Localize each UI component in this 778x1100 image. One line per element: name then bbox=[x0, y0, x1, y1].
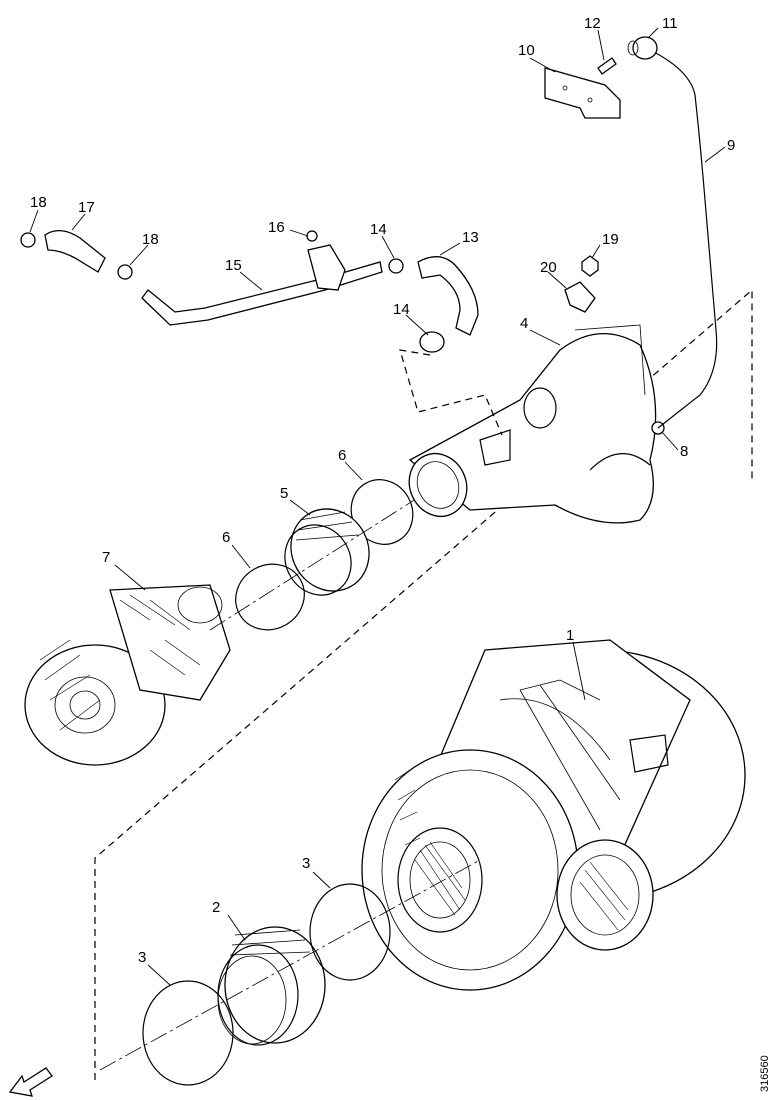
part-hose-clamp-18-left bbox=[20, 232, 36, 248]
part-clip-20 bbox=[564, 281, 596, 313]
callout-19: 19 bbox=[602, 231, 619, 248]
part-intake-elbow bbox=[408, 324, 657, 524]
part-hose-clamp-18-right bbox=[117, 264, 133, 280]
part-flexible-connector-lower bbox=[217, 926, 326, 1046]
part-hose-clamp-14-bottom bbox=[419, 331, 445, 353]
callout-1: 1 bbox=[566, 627, 574, 644]
callout-16: 16 bbox=[268, 219, 285, 236]
part-turbocharger bbox=[24, 584, 231, 766]
part-nut-19 bbox=[581, 255, 599, 277]
callout-4: 4 bbox=[520, 315, 528, 332]
callout-6-left: 6 bbox=[222, 529, 230, 546]
callout-18-right: 18 bbox=[142, 231, 159, 248]
part-hose-17 bbox=[44, 230, 106, 273]
callout-17: 17 bbox=[78, 199, 95, 216]
callout-18-left: 18 bbox=[30, 194, 47, 211]
part-clamp-lower-right bbox=[309, 883, 391, 981]
part-grommet-16 bbox=[306, 230, 318, 242]
part-pipe-15 bbox=[141, 261, 383, 326]
callout-13: 13 bbox=[462, 229, 479, 246]
part-bracket bbox=[544, 67, 621, 119]
part-sensor-cable bbox=[649, 49, 718, 429]
callout-14-top: 14 bbox=[370, 221, 387, 238]
callout-3-lower-left: 3 bbox=[138, 949, 146, 966]
leader-lines bbox=[29, 27, 726, 986]
part-flexible-connector-middle bbox=[284, 508, 370, 596]
part-hose-clamp-14-top bbox=[388, 258, 404, 274]
callout-14-bottom: 14 bbox=[393, 301, 410, 318]
front-direction-arrow-icon bbox=[8, 1067, 53, 1097]
callout-10: 10 bbox=[518, 42, 535, 59]
callout-20: 20 bbox=[540, 259, 557, 276]
callout-6-right: 6 bbox=[338, 447, 346, 464]
callout-7: 7 bbox=[102, 549, 110, 566]
part-pressure-sensor bbox=[627, 36, 658, 60]
reference-code: 316560 bbox=[759, 1055, 771, 1092]
callout-8: 8 bbox=[680, 443, 688, 460]
part-air-cleaner-housing bbox=[361, 639, 746, 991]
callout-15: 15 bbox=[225, 257, 242, 274]
assembly-boundary-dashed bbox=[94, 288, 753, 1080]
callout-12: 12 bbox=[584, 15, 601, 32]
part-pipe-bracket-16 bbox=[307, 244, 346, 291]
part-hose-13 bbox=[417, 256, 479, 336]
part-clamp-middle-left bbox=[235, 563, 305, 631]
callout-11: 11 bbox=[662, 15, 678, 32]
callout-9: 9 bbox=[727, 137, 735, 154]
callout-3-lower-right: 3 bbox=[302, 855, 310, 872]
part-clamp-lower-left bbox=[142, 980, 234, 1086]
callout-5: 5 bbox=[280, 485, 288, 502]
callout-2: 2 bbox=[212, 899, 220, 916]
part-bolt bbox=[597, 57, 617, 75]
